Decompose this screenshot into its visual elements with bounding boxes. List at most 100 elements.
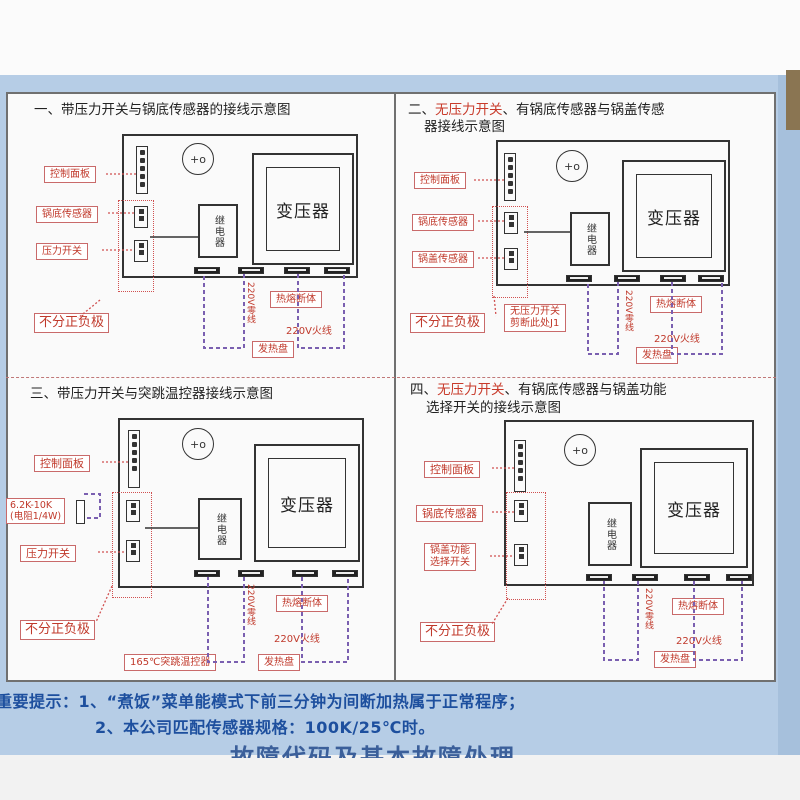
label-live: 220V火线 [676, 636, 722, 647]
label-thermostat: 165℃突跳温控器 [124, 654, 217, 671]
cut-note-line1: 无压力开关 [510, 306, 560, 317]
label-fuse: 热熔断体 [650, 296, 702, 313]
label-live: 220V火线 [654, 334, 700, 345]
relay-label: 继电器 [584, 222, 596, 256]
terminal [632, 574, 658, 581]
transformer-block: 变压器 [252, 153, 354, 265]
label-heater: 发热盘 [258, 654, 300, 671]
panel-3-title: 三、带压力开关与突跳温控器接线示意图 [30, 386, 273, 402]
terminal [566, 275, 592, 282]
relay-label: 继电器 [604, 517, 616, 551]
knob-icon: +o [182, 428, 214, 460]
sensor-connector [504, 212, 518, 234]
terminal [238, 267, 264, 274]
transformer-label: 变压器 [636, 174, 712, 258]
knob-icon: +o [182, 143, 214, 175]
label-polarity: 不分正负极 [410, 313, 486, 333]
label-fuse: 热熔断体 [270, 291, 322, 308]
label-lid-switch: 锅盖功能 选择开关 [424, 543, 476, 571]
background [0, 0, 800, 75]
cut-note-line2: 剪断此处J1 [510, 318, 560, 329]
label-neutral: 220V零线 [623, 290, 633, 332]
relay-label: 继电器 [214, 512, 226, 546]
connector-5pin [514, 440, 526, 492]
panel-4-title-prefix: 四、 [410, 382, 437, 398]
terminal [238, 570, 264, 577]
panel-4-title-rest: 、有锅底传感器与锅盖功能 [504, 382, 667, 398]
panel-2-title-line2: 器接线示意图 [424, 119, 505, 135]
terminal [324, 267, 350, 274]
relay-block: 继电器 [570, 212, 610, 266]
lid-switch-line2: 选择开关 [430, 557, 470, 568]
relay-label: 继电器 [212, 214, 224, 248]
connector-5pin [136, 146, 148, 194]
panel-2-title-red: 无压力开关 [435, 102, 503, 118]
lid-sensor-connector [504, 248, 518, 270]
resistor-value: 6.2K-10K [10, 500, 53, 511]
transformer-block: 变压器 [640, 448, 748, 568]
resistor-connector [126, 500, 140, 522]
transformer-block: 变压器 [254, 444, 360, 562]
label-pot-sensor: 锅底传感器 [36, 206, 98, 223]
switch-connector [126, 540, 140, 562]
panel-4-title: 四、无压力开关、有锅底传感器与锅盖功能 [410, 381, 667, 399]
label-resistor: 6.2K-10K (电阻1/4W) [6, 498, 66, 524]
panel-1-title: 一、带压力开关与锅底传感器的接线示意图 [34, 102, 291, 118]
label-control-panel: 控制面板 [424, 461, 480, 478]
terminal [660, 275, 686, 282]
panel-2-title-prefix: 二、 [408, 102, 435, 118]
connector-5pin [128, 430, 140, 488]
label-fuse: 热熔断体 [276, 595, 328, 612]
transformer-label: 变压器 [266, 167, 340, 251]
terminal [684, 574, 710, 581]
panel-divider-vertical [394, 92, 396, 682]
label-neutral: 220V零线 [643, 588, 653, 630]
relay-block: 继电器 [198, 498, 242, 560]
label-pot-sensor: 锅底传感器 [412, 214, 474, 231]
resistor-icon [76, 500, 85, 524]
label-neutral: 220V零线 [245, 282, 255, 324]
polarity-zone [118, 200, 154, 292]
transformer-label: 变压器 [654, 462, 734, 554]
fault-section-heading: 故障代码及基本故障处理 [230, 744, 516, 758]
transformer-label: 变压器 [268, 458, 346, 548]
switch-connector [134, 240, 148, 262]
panel-4-title-red: 无压力开关 [437, 382, 505, 398]
relay-block: 继电器 [198, 204, 238, 258]
polarity-zone [492, 206, 528, 298]
sensor-connector [514, 500, 528, 522]
label-pressure-switch: 压力开关 [36, 243, 88, 260]
panel-divider-horizontal [6, 377, 776, 378]
label-cut-note: 无压力开关 剪断此处J1 [504, 304, 566, 332]
lid-switch-connector [514, 544, 528, 566]
terminal [726, 574, 752, 581]
label-control-panel: 控制面板 [414, 172, 466, 189]
label-live: 220V火线 [286, 326, 332, 337]
label-fuse: 热熔断体 [672, 598, 724, 615]
label-polarity: 不分正负极 [20, 620, 96, 640]
polarity-zone [506, 492, 546, 600]
terminal [332, 570, 358, 577]
terminal [194, 267, 220, 274]
connector-5pin [504, 153, 516, 201]
polarity-zone [112, 492, 152, 598]
label-live: 220V火线 [274, 634, 320, 645]
terminal [292, 570, 318, 577]
panel-2-title-rest: 、有锅底传感器与锅盖传感 [502, 102, 665, 118]
notice-line-1: 重要提示：1、“煮饭”菜单能模式下前三分钟为间断加热属于正常程序； [0, 692, 525, 711]
resistor-spec: (电阻1/4W) [10, 511, 62, 522]
lid-switch-line1: 锅盖功能 [430, 545, 470, 556]
knob-icon: +o [556, 150, 588, 182]
terminal [698, 275, 724, 282]
label-polarity: 不分正负极 [420, 622, 496, 642]
box-shadow-bottom [0, 755, 800, 800]
terminal [586, 574, 612, 581]
panel-4-title-line2: 选择开关的接线示意图 [426, 400, 561, 416]
label-control-panel: 控制面板 [34, 455, 90, 472]
terminal [194, 570, 220, 577]
label-neutral: 220V零线 [245, 584, 255, 626]
terminal [284, 267, 310, 274]
label-heater: 发热盘 [252, 341, 294, 358]
relay-block: 继电器 [588, 502, 632, 566]
